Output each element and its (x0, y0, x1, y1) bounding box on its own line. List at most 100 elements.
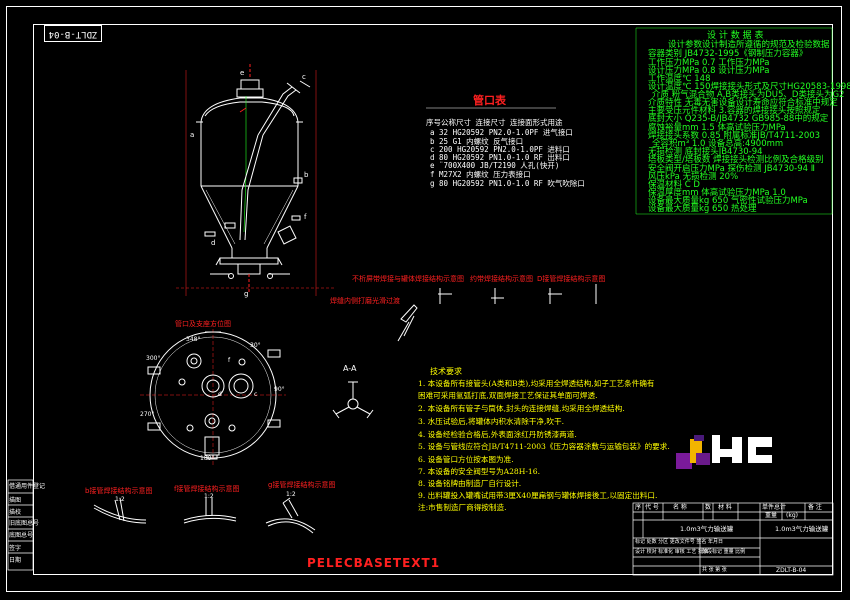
tb-drawing-no: ZDLT-B-04 (776, 567, 807, 574)
side-label: 底图总号 (9, 532, 34, 539)
detail-label-b: b接管焊接结构示意图 (85, 487, 153, 495)
nozzle-row: f M27X2 内螺纹 压力表接口 (430, 170, 531, 179)
angle-label: 30° (250, 342, 261, 349)
design-row: 主要受压元件材料 3.容器的焊接接头按照规定 (648, 106, 821, 116)
tech-req-item: 4. 设备经检验合格后,外表面涂红丹防锈漆两道. (418, 430, 577, 439)
side-label: 借通用件登记 (9, 483, 46, 490)
tech-req-note: 注:市售制造厂商得按制造. (418, 503, 507, 512)
tech-req-item: 5. 设备与管线应符合JB/T4711-2003《压力容器涂敷与运输包装》的要求… (418, 442, 670, 451)
outer-border (6, 6, 842, 592)
angle-label: f (228, 357, 231, 364)
tb-row-label: 标记 处数 分区 更改文件号 签名 年月日 (635, 539, 723, 545)
design-row: 腐蚀裕量mm 1.5 体高试验压力MPa (648, 123, 786, 133)
design-row: 设计压力MPa 0.8 设计压力MPa (648, 66, 770, 76)
design-row: 介质特性 无毒无害设备设计寿命应符合标准中规定 (648, 98, 838, 108)
angle-label: 348° (186, 336, 201, 343)
nozzle-row: c 200 HG20592 PN2.0-1.0PF 进料口 (430, 145, 570, 154)
tb-header: 备 注 (808, 504, 822, 511)
design-row: 底封大小 Q235-B/JB4732 GB985-88中的规定 (648, 114, 829, 124)
tech-req-item: 1. 本设备所有接管头(A类和B类),均采用全焊透结构,如子工艺条件确有 (418, 379, 655, 388)
tech-req-item: 6. 设备管口方位按本图为准. (418, 455, 514, 464)
design-row: 介质 粉气混合物 A,B类接头为DU5、D类接头为G2 (652, 90, 845, 100)
design-row: 塔板类型/塔板数 焊接接头检测比例及合格级别 (648, 155, 824, 165)
nozzle-row: a 32 HG20592 PN2.0-1.0PF 进气接口 (430, 128, 573, 137)
tech-req-item: 2. 本设备所有管子与筒体,封头的连接焊缝,均采用全焊透结构. (418, 404, 625, 413)
tb-row-label: 阶段标记 重量 比例 (702, 549, 746, 555)
tb-header: 序 (635, 504, 642, 511)
tb-header: 名 称 (673, 504, 687, 511)
nozzle-letter: c (302, 73, 306, 81)
detail-label-a: 不析屏带焊接与罐体焊接结构示意图 (352, 275, 464, 283)
nozzle-row: d 80 HG20592 PN1.0-1.0 RF 出料口 (430, 153, 570, 162)
nozzle-letter: b (304, 171, 309, 179)
nozzle-letter: f (304, 213, 307, 221)
nozzle-table-title: 管口表 (473, 94, 506, 107)
design-row: 设备最大质量kg 650 气密性试验压力MPa (648, 196, 808, 206)
detail-label-f: f接管焊接结构示意图 (174, 485, 240, 493)
weld-note: 焊缝内侧打磨光滑过渡 (330, 297, 400, 305)
nozzle-row: b 25 G1 内螺纹 反气接口 (430, 137, 524, 146)
tech-req-item: 7. 本设备的安全阀型号为A28H-16. (418, 467, 541, 476)
inner-border (33, 24, 833, 575)
company-logo (676, 435, 776, 469)
watermark-text: PELECBASETEXT1 (307, 556, 441, 570)
tb-row-label: 共 张 第 张 (702, 567, 727, 573)
title-block-grid (632, 502, 834, 576)
side-label: 旧底图总号 (9, 520, 40, 527)
angle-label: d (218, 391, 222, 398)
detail-label-e: 约带焊接结构示意图 (470, 275, 533, 283)
tb-header: 代 号 (645, 504, 659, 511)
scale-label: 1:2 (286, 491, 296, 498)
angle-label: 180° (200, 455, 215, 462)
design-row: 保温厚度mm 体高试验压力MPa 1.0 (648, 188, 786, 198)
scale-label: 1:2 (115, 496, 125, 503)
scale-label: 1:2 (204, 493, 214, 500)
nozzle-letter: d (211, 239, 216, 247)
nozzle-letter: e (240, 69, 245, 77)
side-label: 描校 (9, 509, 22, 516)
design-row: 容器类别 JB4732-1995《钢制压力容器》 (648, 49, 808, 59)
angle-label: 90° (274, 386, 285, 393)
design-row: 设计参数设计制造所遵循的规范及检验数据 (668, 40, 830, 50)
design-row: 设计温度℃ 150焊接接头形式及尺寸HG20583-1998 (648, 82, 850, 92)
tech-req-title: 技术要求 (430, 367, 462, 376)
side-label: 日期 (9, 557, 22, 564)
section-label: A-A (343, 364, 357, 373)
design-row: 全容积m³ 1.0 设备总高:4900mm (652, 139, 784, 149)
design-row: 设备最大质量kg 650 热处理 (648, 204, 757, 214)
tech-req-item: 3. 水压试验后,将罐体内积水清除干净,吹干. (418, 417, 564, 426)
tb-subheader: 重量 (765, 512, 778, 519)
nozzle-row: g 80 HG20592 PN1.0-1.0 RF 吹气吹除口 (430, 179, 585, 188)
design-row: 风压kPa 无损检测 20% (648, 172, 739, 182)
design-data-title: 设 计 数 据 表 (707, 31, 764, 41)
side-label: 签字 (9, 545, 22, 552)
design-row: 工作压力MPa 0.7 工作压力MPa (648, 58, 770, 68)
design-row: 无损检测 底封接头JB4730-94 (648, 147, 763, 157)
tb-header: 数 (705, 504, 712, 511)
tb-subheader: (kg) (786, 512, 798, 519)
nozzle-row: e ¨700X400 JB/T2190 人孔(快开) (430, 161, 560, 170)
tech-req-item: 困难可采用氩弧打底,双面焊接工艺保证其单面可焊透. (418, 391, 598, 400)
nozzle-letter: g (244, 290, 249, 298)
design-row: 保温材料 C D (648, 180, 700, 190)
nozzle-table-header: 序号公称尺寸 连接尺寸 连接面形式用途 (426, 118, 563, 127)
orientation-title: 管口及支座方位图 (175, 320, 231, 328)
angle-label: c (254, 391, 258, 398)
design-row: 工作温度℃ 148 (648, 74, 711, 84)
tb-header: 材 料 (718, 504, 732, 511)
tb-row-label: 设计 校对 标准化 审核 工艺 批准 (635, 549, 708, 555)
angle-label: 300° (146, 355, 161, 362)
product-name: 1.0m3气力输送罐 (680, 525, 734, 533)
tech-req-item: 9. 出料罐投入罐嘴试用带3厘X40厘扁钢与罐体焊接後工,以固定出料口. (418, 491, 658, 500)
design-row: 安全阀开启压力MPa 探伤检测 JB4730-94 Ⅱ (648, 164, 815, 174)
detail-label-d: D接管焊接结构示意图 (537, 275, 606, 283)
nozzle-orientation-plan (140, 323, 286, 467)
product-name-2: 1.0m3气力输送罐 (775, 525, 829, 533)
vessel-elevation (196, 64, 311, 292)
tb-header: 单件总计 (762, 504, 787, 511)
side-label: 描图 (9, 497, 22, 504)
detail-label-g: g接管焊接结构示意图 (268, 481, 336, 489)
angle-label: 270° (140, 411, 155, 418)
